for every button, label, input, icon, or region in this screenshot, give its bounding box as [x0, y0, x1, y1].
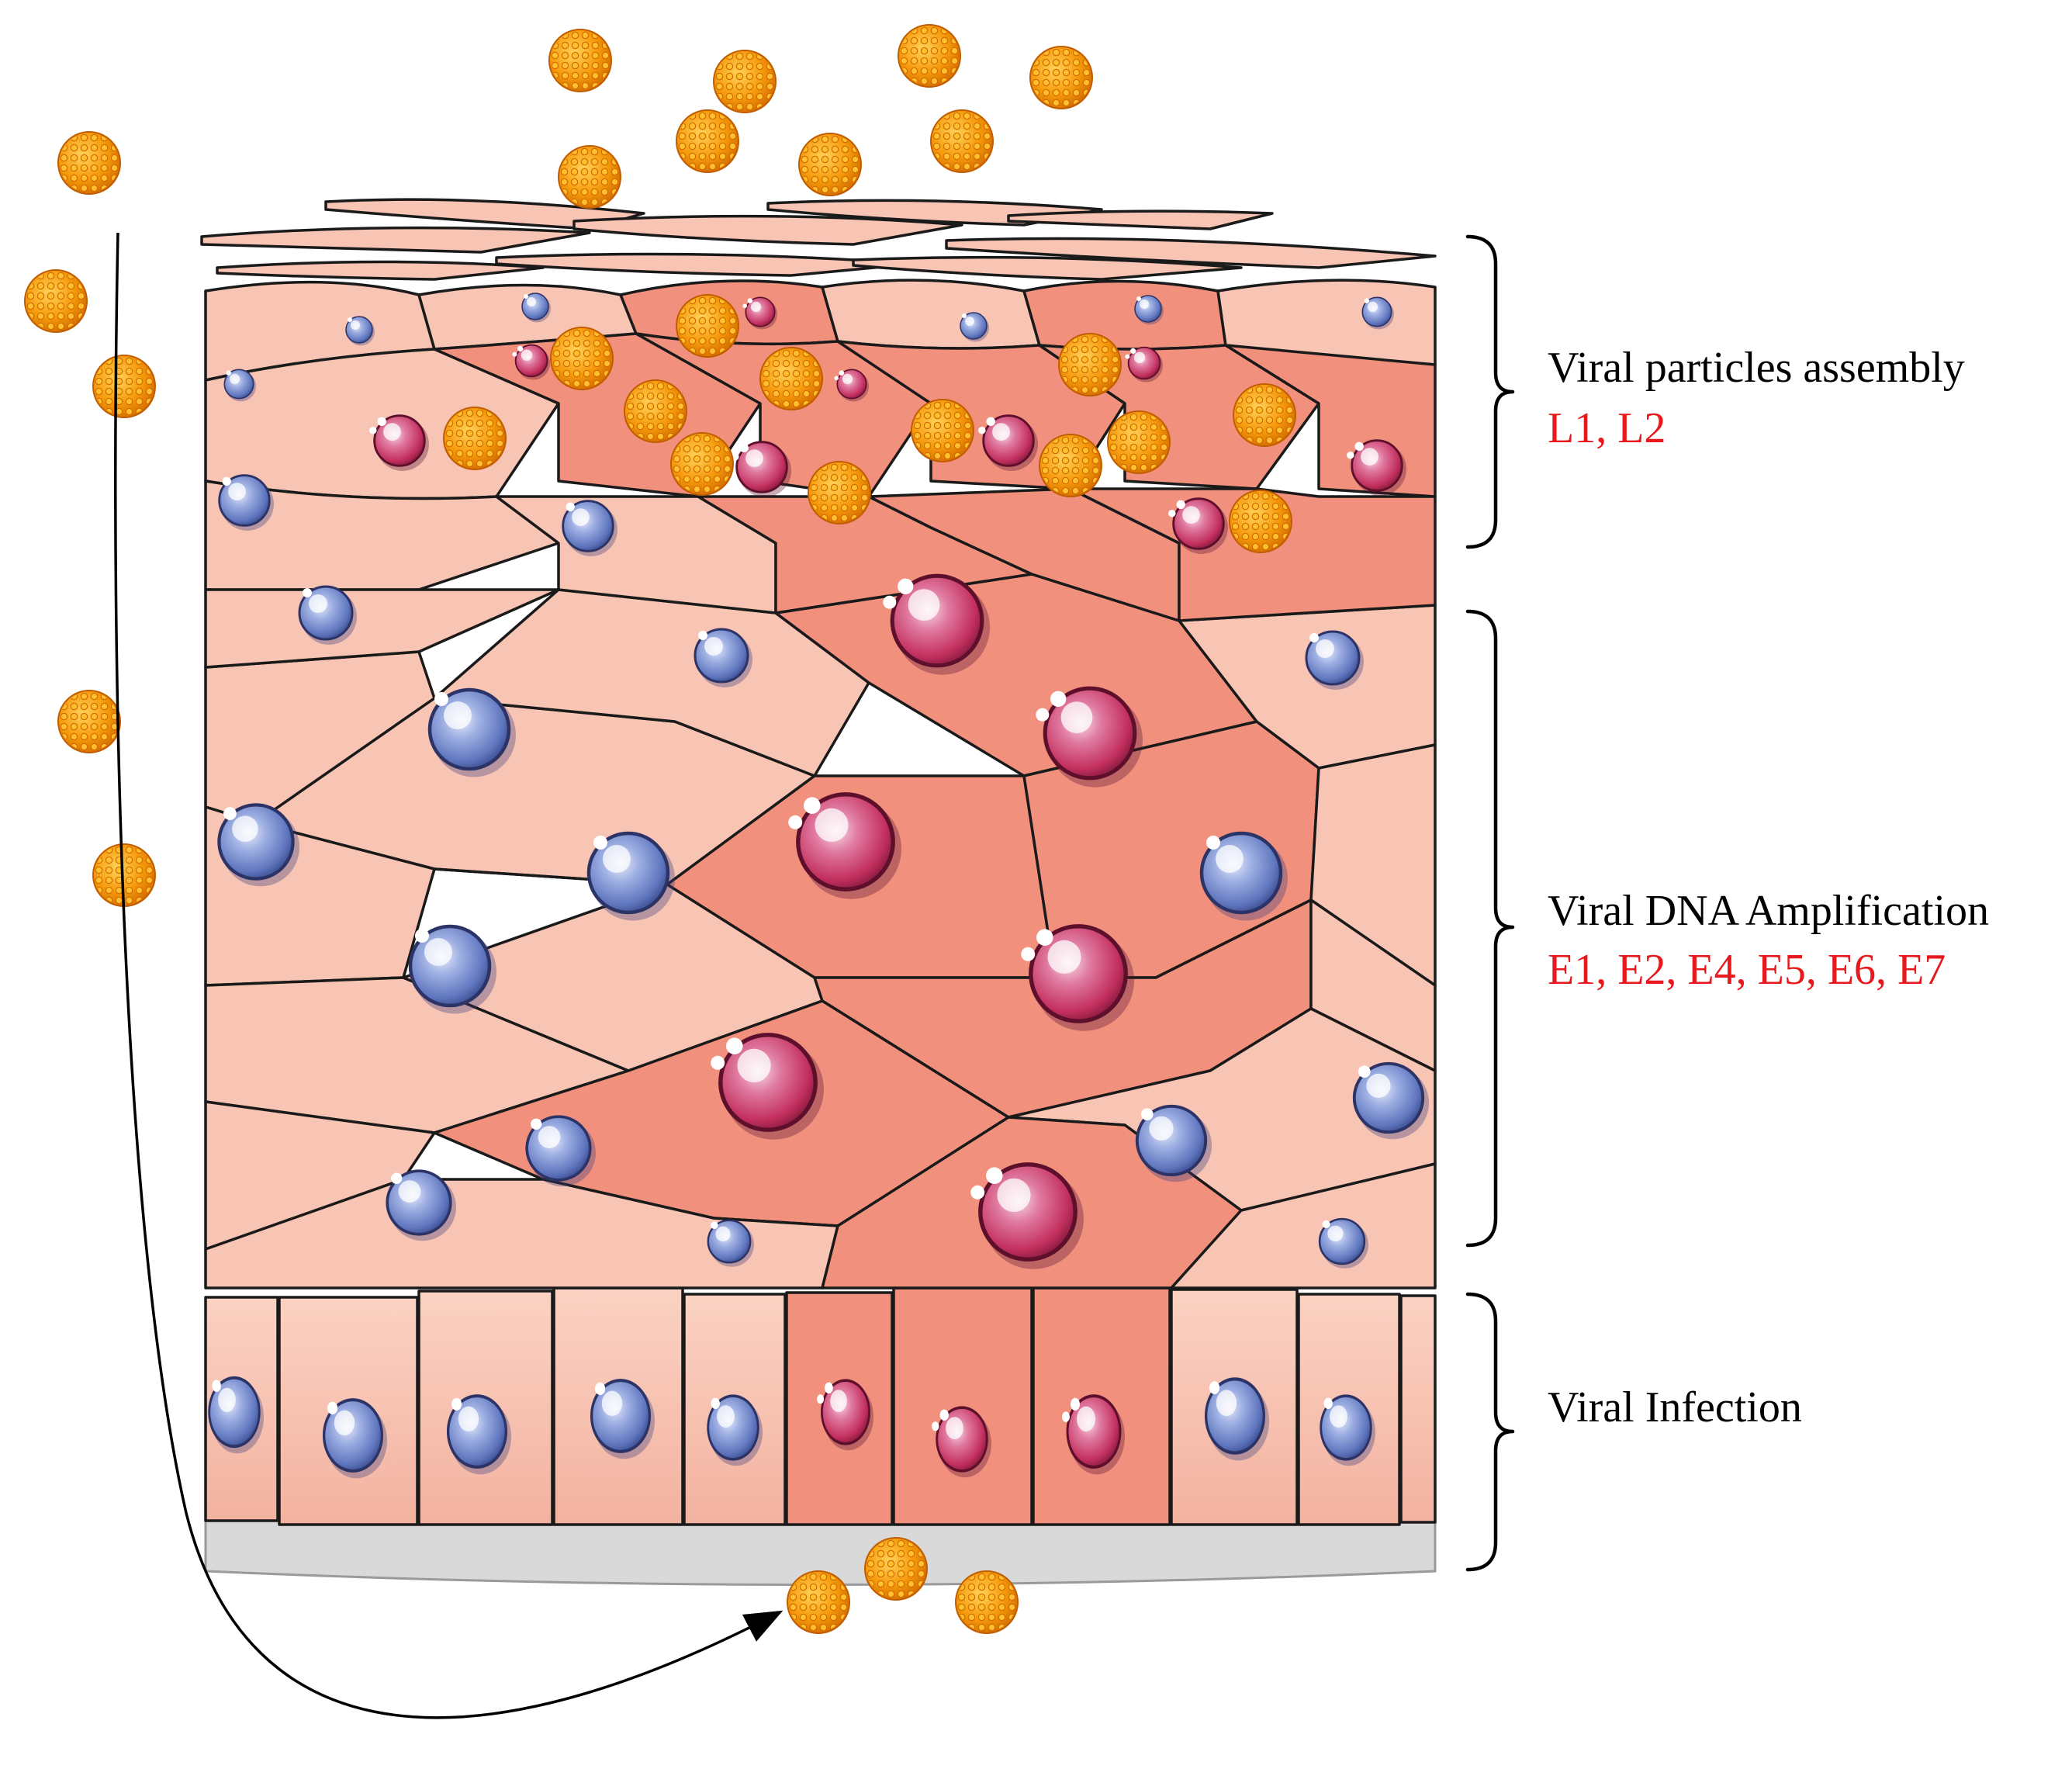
stage-title: Viral Infection — [1548, 1383, 1802, 1431]
virus-particle-icon — [558, 145, 621, 209]
stage-label-amplification: Viral DNA Amplification E1, E2, E4, E5, … — [1548, 887, 1989, 994]
virus-particle-icon — [930, 109, 994, 173]
virus-particle-icon — [864, 1537, 928, 1601]
suprabasal-cell-layer — [204, 573, 1437, 1290]
cornified-layer — [200, 198, 1437, 281]
virus-particle-icon — [787, 1570, 850, 1634]
virus-particle-icon — [1233, 383, 1296, 447]
virus-particle-icon — [911, 399, 974, 462]
virus-particle-icon — [798, 133, 862, 196]
virus-particle-icon — [1229, 490, 1292, 553]
virus-particle-icon — [676, 109, 739, 173]
stage-label-assembly: Viral particles assembly L1, L2 — [1548, 344, 1965, 452]
virus-particle-icon — [898, 24, 961, 88]
virus-particle-icon — [24, 269, 88, 333]
stage-label-infection: Viral Infection — [1548, 1383, 1802, 1431]
virus-particle-icon — [1107, 410, 1171, 474]
virus-particle-icon — [624, 379, 687, 443]
virus-particle-icon — [955, 1570, 1019, 1634]
virus-particle-icon — [759, 347, 823, 410]
virus-particle-icon — [713, 50, 777, 113]
virus-particle-icon — [550, 327, 614, 390]
virus-particle-icon — [676, 294, 739, 358]
virus-particle-icon — [57, 131, 121, 195]
stage-genes: E1, E2, E4, E5, E6, E7 — [1548, 946, 1946, 994]
virus-particle-icon — [443, 407, 507, 470]
virus-particle-icon — [1039, 434, 1102, 497]
virus-particle-icon — [1029, 46, 1093, 109]
assembly-brace — [1465, 234, 1515, 549]
virus-particle-icon — [808, 461, 871, 524]
virus-particle-icon — [57, 690, 121, 753]
virus-particle-icon — [92, 355, 156, 418]
infection-path-arrow — [114, 232, 783, 1719]
virus-particle-icon — [670, 432, 734, 496]
infection-brace — [1465, 1292, 1515, 1572]
amplification-brace — [1465, 609, 1515, 1248]
virus-particle-icon — [548, 29, 612, 92]
stage-genes: L1, L2 — [1548, 404, 1666, 452]
stage-title: Viral particles assembly — [1548, 344, 1965, 392]
virus-particle-icon — [1058, 333, 1122, 396]
stage-title: Viral DNA Amplification — [1548, 887, 1989, 935]
